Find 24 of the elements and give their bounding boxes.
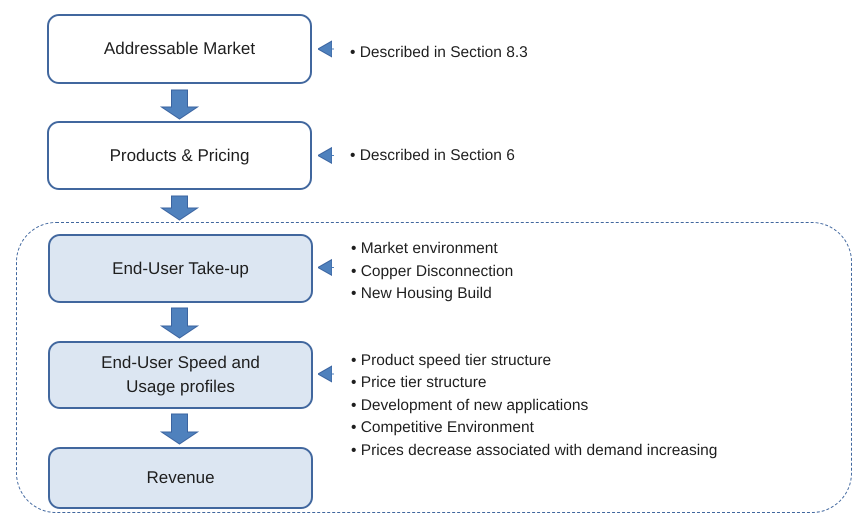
bullet-item: • Prices decrease associated with demand increasing [351,440,718,461]
pointer-arrow [318,147,334,164]
block-arrow [160,308,200,339]
process-box: Addressable Market [47,14,312,84]
block-arrow [160,196,200,221]
process-box: Revenue [48,447,313,509]
process-box: Products & Pricing [47,121,312,190]
pointer-arrow [318,259,334,276]
pointer-arrow [318,40,334,58]
bullet-item: • Described in Section 8.3 [350,42,528,63]
bullet-item: • Described in Section 6 [350,146,515,166]
bullet-item: • Competitive Environment [351,418,535,438]
process-box: End-User Take-up [48,234,313,303]
bullet-item: • Product speed tier structure [351,350,552,371]
pointer-arrow [318,366,334,382]
dashed-group-outline [16,222,852,513]
bullet-item: • New Housing Build [351,284,493,304]
bullet-item: • Price tier structure [351,373,488,394]
process-box: End-User Speed and Usage profiles [48,341,313,409]
bullet-item: • Development of new applications [351,396,590,416]
block-arrow [160,414,200,445]
bullet-item: • Market environment [351,239,499,260]
bullet-item: • Copper Disconnection [351,262,514,282]
block-arrow [160,90,200,120]
